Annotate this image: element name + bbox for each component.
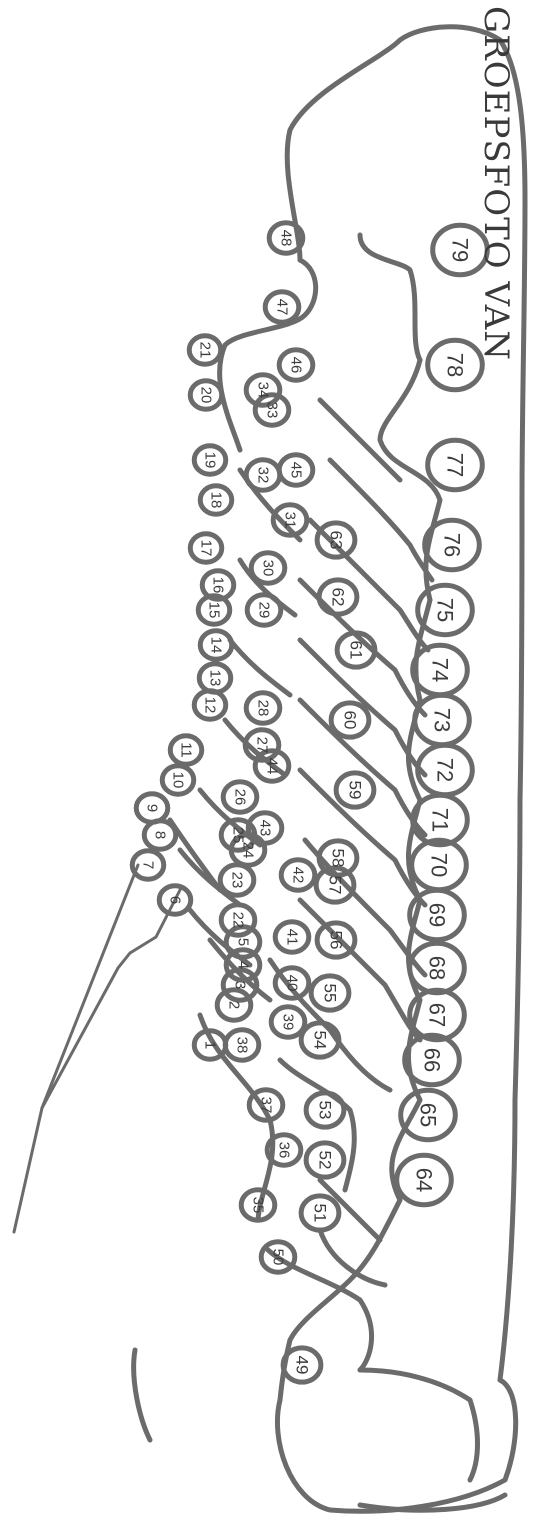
person-number-36: 36 [276, 1142, 293, 1159]
person-number-64: 64 [412, 1168, 437, 1192]
person-number-38: 38 [234, 1037, 251, 1054]
silhouette-stroke [300, 700, 425, 835]
person-number-30: 30 [260, 560, 277, 577]
person-number-48: 48 [278, 230, 295, 247]
person-number-29: 29 [256, 602, 273, 619]
person-number-55: 55 [321, 984, 340, 1003]
person-number-52: 52 [316, 1151, 335, 1170]
person-number-69: 69 [425, 903, 450, 927]
person-number-11: 11 [178, 742, 195, 758]
person-number-24: 24 [240, 842, 257, 859]
person-number-53: 53 [316, 1101, 335, 1120]
person-number-76: 76 [440, 533, 465, 557]
person-number-68: 68 [425, 956, 450, 980]
person-number-15: 15 [206, 602, 223, 619]
person-number-61: 61 [347, 641, 366, 660]
person-number-14: 14 [208, 637, 225, 654]
person-number-51: 51 [311, 1204, 330, 1223]
person-number-1: 1 [202, 1041, 219, 1049]
person-number-6: 6 [167, 896, 184, 904]
silhouette-stroke [500, 40, 525, 1380]
person-number-59: 59 [346, 781, 365, 800]
person-number-56: 56 [327, 931, 346, 950]
silhouette-stroke [330, 460, 432, 580]
person-number-63: 63 [327, 531, 346, 550]
person-number-45: 45 [288, 462, 305, 479]
person-number-9: 9 [144, 804, 161, 812]
flag-drawing [14, 865, 180, 1232]
person-number-58: 58 [329, 849, 348, 868]
person-number-4: 4 [235, 961, 252, 969]
person-number-77: 77 [443, 453, 468, 477]
person-number-47: 47 [274, 299, 291, 316]
person-number-60: 60 [341, 711, 360, 730]
silhouette-stroke [360, 235, 420, 360]
person-number-27: 27 [254, 737, 271, 754]
person-number-2: 2 [226, 1001, 243, 1009]
person-number-54: 54 [311, 1031, 330, 1050]
person-number-41: 41 [284, 929, 301, 946]
person-number-71: 71 [428, 808, 453, 832]
silhouette-stroke [220, 260, 316, 450]
person-number-7: 7 [140, 861, 157, 869]
person-number-50: 50 [270, 1249, 287, 1266]
person-number-26: 26 [232, 789, 249, 806]
person-number-32: 32 [255, 467, 272, 484]
person-number-65: 65 [416, 1103, 441, 1127]
person-number-8: 8 [152, 831, 169, 839]
person-number-49: 49 [293, 1356, 312, 1375]
silhouette-stroke [230, 640, 290, 695]
person-number-44: 44 [264, 758, 281, 775]
person-number-74: 74 [428, 658, 453, 682]
person-number-72: 72 [433, 758, 458, 782]
person-number-16: 16 [210, 577, 227, 594]
person-number-79: 79 [448, 238, 473, 262]
person-number-57: 57 [326, 876, 345, 895]
silhouette-stroke [320, 400, 400, 480]
person-number-40: 40 [284, 975, 301, 992]
silhouette-stroke [134, 1350, 150, 1440]
person-number-20: 20 [198, 387, 215, 404]
person-number-46: 46 [288, 357, 305, 374]
person-number-19: 19 [202, 452, 219, 469]
person-number-37: 37 [258, 1097, 275, 1114]
person-number-70: 70 [427, 853, 452, 877]
person-number-31: 31 [282, 512, 299, 529]
person-number-22: 22 [230, 912, 247, 929]
person-number-13: 13 [207, 670, 224, 687]
person-number-10: 10 [170, 772, 187, 789]
person-number-73: 73 [430, 708, 455, 732]
person-number-35: 35 [250, 1197, 267, 1214]
person-number-17: 17 [198, 540, 215, 557]
person-number-12: 12 [202, 697, 219, 714]
person-number-62: 62 [329, 588, 348, 607]
person-number-5: 5 [235, 938, 252, 946]
person-number-75: 75 [433, 598, 458, 622]
person-number-42: 42 [290, 867, 307, 884]
person-number-18: 18 [208, 492, 225, 509]
person-number-23: 23 [229, 872, 246, 889]
person-number-39: 39 [280, 1014, 297, 1031]
person-number-66: 66 [420, 1048, 445, 1072]
person-number-34: 34 [255, 382, 272, 399]
silhouette-stroke [360, 1370, 478, 1480]
person-number-3: 3 [232, 981, 249, 989]
person-number-67: 67 [425, 1003, 450, 1027]
person-number-28: 28 [255, 700, 272, 717]
person-number-78: 78 [443, 353, 468, 377]
person-number-43: 43 [257, 820, 274, 837]
person-number-25: 25 [230, 827, 247, 844]
person-number-21: 21 [197, 342, 214, 359]
person-number-33: 33 [264, 402, 281, 419]
